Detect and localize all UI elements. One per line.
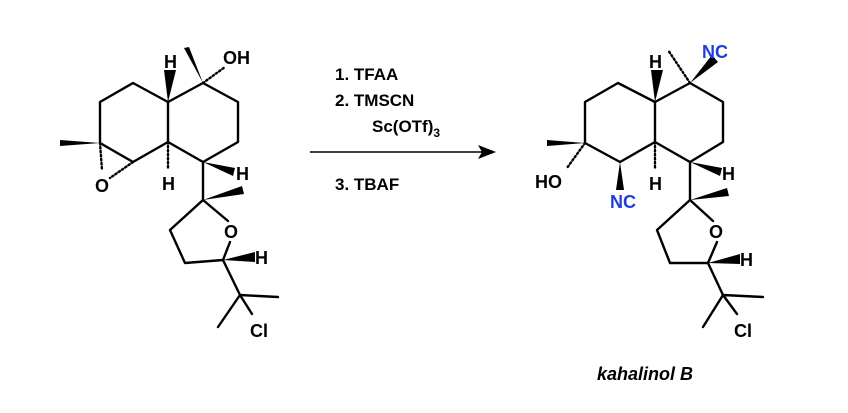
h-label: H: [722, 164, 735, 184]
h-label: H: [255, 248, 268, 268]
step-2: 2. TMSCN: [335, 91, 414, 110]
h-label: H: [162, 174, 175, 194]
product-structure: NC H HO NC H H O H Cl kahalinol B: [535, 42, 765, 384]
step-2-catalyst: Sc(OTf)3: [372, 117, 440, 140]
nc-label-top: NC: [702, 42, 728, 62]
reactant-structure: OH H O H H O H Cl: [60, 47, 280, 341]
step-1: 1. TFAA: [335, 65, 398, 84]
h-label: H: [649, 52, 662, 72]
nc-label-bottom: NC: [610, 192, 636, 212]
h-label: H: [236, 164, 249, 184]
product-name: kahalinol B: [597, 364, 693, 384]
arrowhead-icon: [478, 145, 496, 159]
cl-label: Cl: [734, 321, 752, 341]
step-3: 3. TBAF: [335, 175, 399, 194]
h-label: H: [649, 174, 662, 194]
thf-o-label: O: [224, 222, 238, 242]
oh-label: OH: [223, 48, 250, 68]
h-label: H: [164, 52, 177, 72]
ho-label: HO: [535, 172, 562, 192]
reaction-conditions: 1. TFAA 2. TMSCN Sc(OTf)3 3. TBAF: [310, 65, 496, 194]
thf-o-label: O: [709, 222, 723, 242]
h-label: H: [740, 250, 753, 270]
cl-label: Cl: [250, 321, 268, 341]
epoxide-o-label: O: [95, 176, 109, 196]
